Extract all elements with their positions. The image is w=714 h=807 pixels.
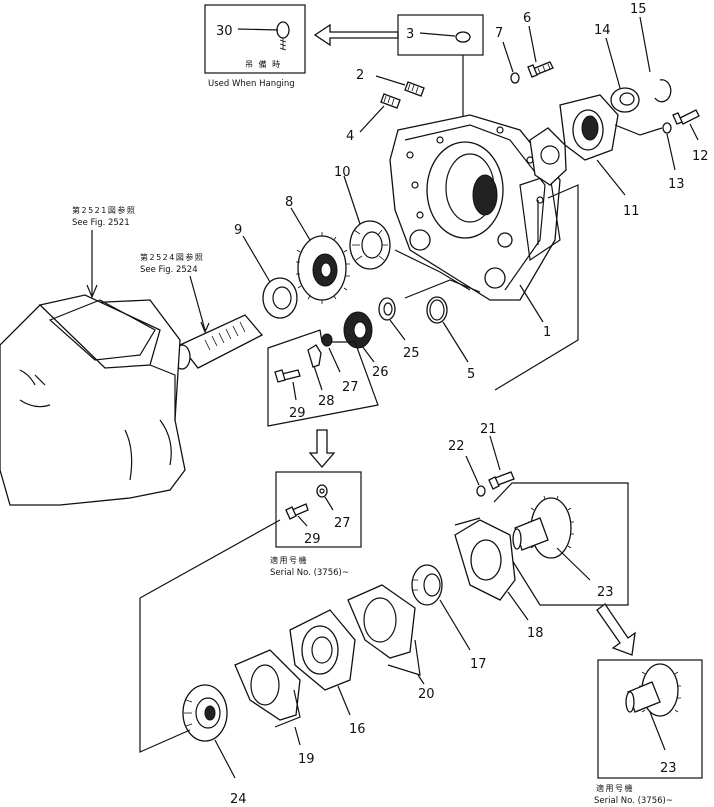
serial-note-jp-1: 適用号機 [270, 555, 308, 565]
plug-2: 2 [356, 68, 425, 97]
cover-18: 18 [454, 519, 544, 641]
hanging-box: 30 吊 備 時 Used When Hanging [204, 4, 306, 89]
washer-27a [321, 333, 333, 347]
washer-13: 13 [662, 122, 685, 192]
callout-15: 15 [630, 2, 647, 17]
ref-2524-en: See Fig. 2524 [140, 265, 198, 275]
bolt-29a [274, 369, 301, 383]
seal-14: 14 [594, 23, 640, 113]
serial-note-en-2: Serial No. (3756)~ [594, 796, 673, 806]
callout-9: 9 [234, 223, 242, 238]
snap-ring-15: 15 [630, 2, 672, 103]
bearing-9: 9 [234, 223, 298, 319]
callout-4: 4 [346, 129, 354, 144]
callout-19: 19 [298, 752, 315, 767]
transmission-case [0, 294, 186, 506]
serial-note-en-1: Serial No. (3756)~ [270, 568, 349, 578]
oring-5: 5 [426, 296, 475, 382]
gasket-top [529, 127, 567, 186]
gear-8: 8 [285, 195, 350, 304]
bearing-17: 17 [411, 564, 487, 672]
bearing-10: 10 [334, 165, 391, 270]
callout-8: 8 [285, 195, 293, 210]
callout-17: 17 [470, 657, 487, 672]
callout-11: 11 [623, 204, 640, 219]
plug-box: 3 [397, 14, 484, 120]
callout-7: 7 [495, 26, 503, 41]
callout-3: 3 [406, 27, 414, 42]
callout-21: 21 [480, 422, 497, 437]
callout-29a: 29 [289, 406, 306, 421]
serial-box-2: 23 適用号機 Serial No. (3756)~ [594, 659, 703, 806]
callout-26: 26 [372, 365, 389, 380]
housing-1 [389, 114, 561, 301]
arrow-to-hanging [313, 23, 399, 47]
bolt-6: 6 [523, 11, 554, 78]
hanging-note-en: Used When Hanging [208, 79, 295, 89]
plug-4: 4 [346, 93, 401, 144]
leader-30 [237, 28, 279, 31]
callout-18: 18 [527, 626, 544, 641]
callout-24: 24 [230, 792, 247, 807]
oring-25: 25 [378, 297, 420, 361]
callout-5: 5 [467, 367, 475, 382]
lock-plate-28 [307, 344, 322, 368]
callout-30: 30 [216, 24, 233, 39]
eye-bolt-30 [276, 21, 290, 51]
callout-27b: 27 [334, 516, 351, 531]
arrow-down-1 [308, 429, 336, 468]
lock-bracket: 29 28 27 [267, 329, 379, 427]
callout-22: 22 [448, 439, 465, 454]
bolt-12: 12 [672, 109, 709, 164]
callout-29b: 29 [304, 532, 321, 547]
serial-note-jp-2: 適用号機 [596, 783, 634, 793]
bearing-24: 24 [182, 684, 247, 807]
washer-22: 22 [448, 439, 486, 497]
shim-19: 19 [234, 649, 315, 767]
callout-14: 14 [594, 23, 611, 38]
callout-16: 16 [349, 722, 366, 737]
ref-2524-jp: 第2524図参照 [140, 252, 204, 262]
callout-2: 2 [356, 68, 364, 83]
callout-28: 28 [318, 394, 335, 409]
arrow-to-serial-2 [596, 603, 636, 656]
seal-26: 26 [343, 311, 389, 380]
ref-2521-en: See Fig. 2521 [72, 218, 130, 228]
washer-27b [316, 484, 328, 498]
shaft [173, 314, 264, 370]
callout-12: 12 [692, 149, 709, 164]
shim-20: 20 [347, 584, 435, 702]
callout-13: 13 [668, 177, 685, 192]
callout-6: 6 [523, 11, 531, 26]
callout-10: 10 [334, 165, 351, 180]
callout-20: 20 [418, 687, 435, 702]
hanging-note-jp: 吊 備 時 [245, 59, 282, 69]
washer-7: 7 [495, 26, 520, 84]
gear-shaft-23b [625, 663, 681, 751]
ref-2521-jp: 第2521図参照 [72, 205, 136, 215]
callout-1: 1 [543, 325, 551, 340]
gear-shaft-23a [512, 495, 591, 581]
callout-25: 25 [403, 346, 420, 361]
bolt-21: 21 [480, 422, 515, 490]
serial-box-1: 29 27 適用号機 Serial No. (3756)~ [270, 471, 362, 578]
plug-3 [455, 31, 471, 43]
gear-box-23: 23 [493, 482, 629, 606]
bolt-29b [285, 503, 309, 520]
callout-27a: 27 [342, 380, 359, 395]
callout-23a: 23 [597, 585, 614, 600]
cage-16: 16 [289, 609, 366, 737]
callout-23b: 23 [660, 761, 677, 776]
cover-11: 11 [559, 94, 640, 219]
